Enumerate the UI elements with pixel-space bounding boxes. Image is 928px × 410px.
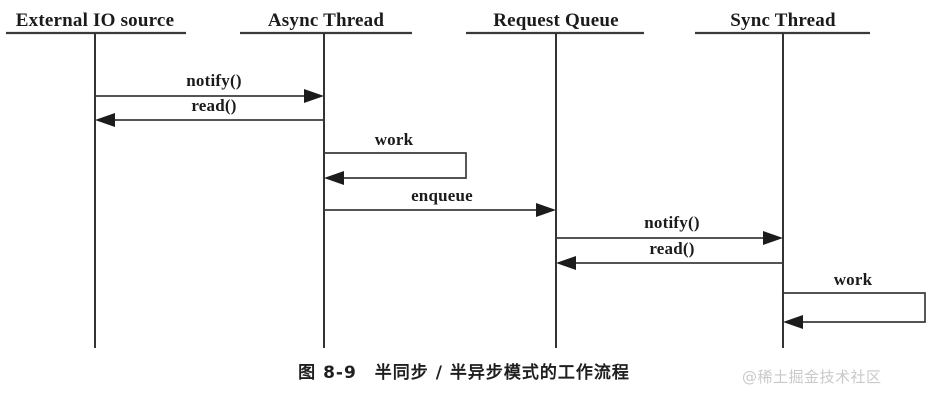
message-notify-1: notify() xyxy=(95,71,324,103)
message-notify-2: notify() xyxy=(556,213,783,245)
arrow-head-right-icon xyxy=(763,231,783,245)
message-label-enqueue: enqueue xyxy=(411,186,473,205)
lifeline-label-external-io-source: External IO source xyxy=(16,10,174,31)
message-work-sync: work xyxy=(783,270,926,329)
watermark-text: @稀土掘金技术社区 xyxy=(742,368,882,386)
arrow-head-left-icon xyxy=(95,113,115,127)
arrow-head-left-icon xyxy=(783,315,803,329)
message-label-notify-1: notify() xyxy=(186,71,241,90)
figure-caption: 图 8-9 半同步 / 半异步模式的工作流程 xyxy=(298,363,630,383)
lifeline-label-async-thread: Async Thread xyxy=(268,10,384,31)
lifeline-label-sync-thread: Sync Thread xyxy=(730,10,836,31)
lifeline-lines xyxy=(94,33,784,348)
message-enqueue: enqueue xyxy=(324,186,556,217)
arrow-head-right-icon xyxy=(304,89,324,103)
message-label-work-sync: work xyxy=(834,270,873,289)
message-read-2: read() xyxy=(556,239,783,270)
message-label-read-1: read() xyxy=(191,96,236,115)
lifeline-headers: External IO source Async Thread Request … xyxy=(6,10,870,35)
arrow-head-left-icon xyxy=(324,171,344,185)
lifeline-label-request-queue: Request Queue xyxy=(493,10,619,31)
arrow-head-left-icon xyxy=(556,256,576,270)
message-read-1: read() xyxy=(95,96,324,127)
message-label-notify-2: notify() xyxy=(644,213,699,232)
message-self-loop-async xyxy=(324,152,467,179)
message-label-read-2: read() xyxy=(649,239,694,258)
arrow-head-right-icon xyxy=(536,203,556,217)
message-self-loop-sync xyxy=(783,292,926,323)
message-label-work-async: work xyxy=(375,130,414,149)
message-work-async: work xyxy=(324,130,467,185)
